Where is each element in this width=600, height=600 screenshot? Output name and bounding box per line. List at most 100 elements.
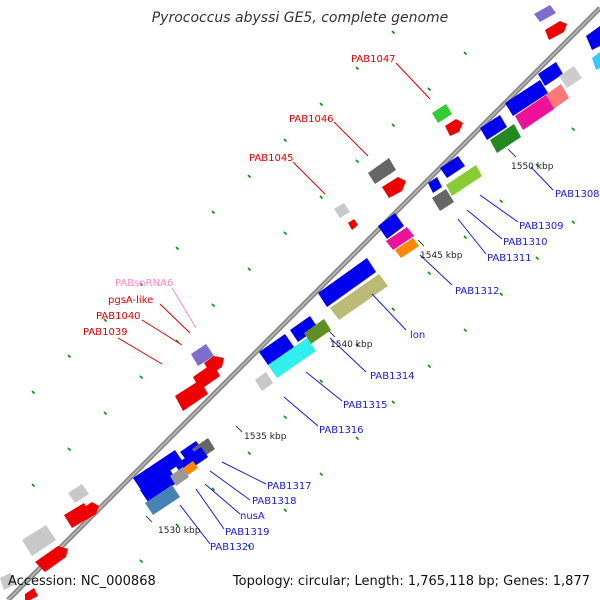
guide-dot [283,231,288,236]
gene-feature [538,62,563,86]
gene-feature [290,316,318,342]
gene-feature [378,213,404,239]
guide-dot [139,375,144,380]
gene-feature [145,485,180,515]
guide-dot [427,87,432,92]
genome-summary: Topology: circular; Length: 1,765,118 bp… [232,574,590,589]
gene-label-pab1047: PAB1047 [351,54,396,65]
scale-label-1540: 1540 kbp [330,340,373,350]
guide-dot [571,127,576,132]
scale-label-1530: 1530 kbp [158,526,201,536]
guide-dot [247,544,252,549]
gene-feature [545,21,567,40]
gene-feature [304,319,331,344]
guide-dot [247,267,252,272]
guide-dot [499,292,504,297]
guide-dot [139,282,144,287]
gene-label-lon: lon [410,330,425,341]
scale-ticks [145,148,517,523]
top-strand-features [0,5,567,600]
gene-feature [22,525,56,556]
gene-label-pab1311: PAB1311 [487,253,532,264]
gene-label-pab1046: PAB1046 [289,114,334,125]
bottom-strand-features [133,26,600,515]
guide-dot [283,508,288,513]
gene-feature [183,461,198,475]
guide-dot [103,318,108,323]
gene-feature [259,334,294,365]
guide-dot [391,30,396,35]
gene-label-pab1316: PAB1316 [319,425,364,436]
gene-feature [334,203,350,218]
gene-label-pab1314: PAB1314 [370,371,415,382]
gene-label-pab1309: PAB1309 [519,221,564,232]
gene-feature [170,467,189,486]
gene-feature [0,573,16,590]
gene-feature [368,158,396,184]
gene-feature [191,344,214,366]
gene-feature [505,80,548,116]
gene-feature [480,115,507,140]
guide-dot [463,235,468,240]
guide-dot [355,343,360,348]
guide-dot [247,174,252,179]
scale-label-1545: 1545 kbp [420,251,463,261]
guide-dot [283,415,288,420]
guide-dot [463,51,468,56]
guide-dot [499,199,504,204]
gene-feature [445,119,463,136]
guide-dot [283,138,288,143]
gene-feature [515,95,554,130]
guide-dot [355,436,360,441]
gene-label-pab1319: PAB1319 [225,527,270,538]
gene-feature [68,484,89,503]
guide-dot [319,472,324,477]
guide-dot [103,411,108,416]
guide-dot [391,123,396,128]
gene-label-pab1310: PAB1310 [503,237,548,248]
gene-feature [592,52,600,70]
gene-label-nusa: nusA [240,511,265,522]
guide-dot [535,256,540,261]
guide-dot [211,210,216,215]
gene-feature [559,66,582,88]
guide-dot [67,354,72,359]
gene-feature [440,156,465,178]
guide-dot [535,163,540,168]
guide-dot [391,400,396,405]
gene-label-pab1315: PAB1315 [343,400,388,411]
gene-label-pab1312: PAB1312 [455,286,500,297]
top-gene-labels: PAB1047 PAB1046 PAB1045 PABsnRNA6 pgsA-l… [83,54,396,338]
gene-feature [25,588,38,600]
gene-feature [490,124,521,153]
gene-feature [268,338,316,378]
guide-dot [319,195,324,200]
scale-label-1535: 1535 kbp [244,432,287,442]
guide-dot [319,379,324,384]
gene-label-pgsa-like: pgsA-like [108,295,153,306]
guide-dot [175,523,180,528]
gene-feature [255,372,273,391]
accession-label: Accession: NC_000868 [8,574,156,589]
guide-dot [355,66,360,71]
gene-feature [386,227,414,250]
gene-label-pab1320: PAB1320 [210,542,255,553]
gene-label-pab1045: PAB1045 [249,153,294,164]
gene-feature [446,165,482,196]
guide-dot [31,483,36,488]
gene-feature [382,177,406,198]
gene-feature [64,503,92,528]
gene-feature [140,470,178,502]
gene-feature [318,258,376,307]
gene-feature [428,177,442,193]
guide-dot [391,307,396,312]
guide-dot [211,487,216,492]
guide-dot [31,390,36,395]
gene-feature [534,5,556,22]
gene-feature [348,219,358,230]
gene-label-pabsnrna6: PABsnRNA6 [115,278,173,289]
guide-dot [355,159,360,164]
map-title: Pyrococcus abyssi GE5, complete genome [151,10,449,26]
gene-feature [395,238,419,258]
guide-dot [211,303,216,308]
